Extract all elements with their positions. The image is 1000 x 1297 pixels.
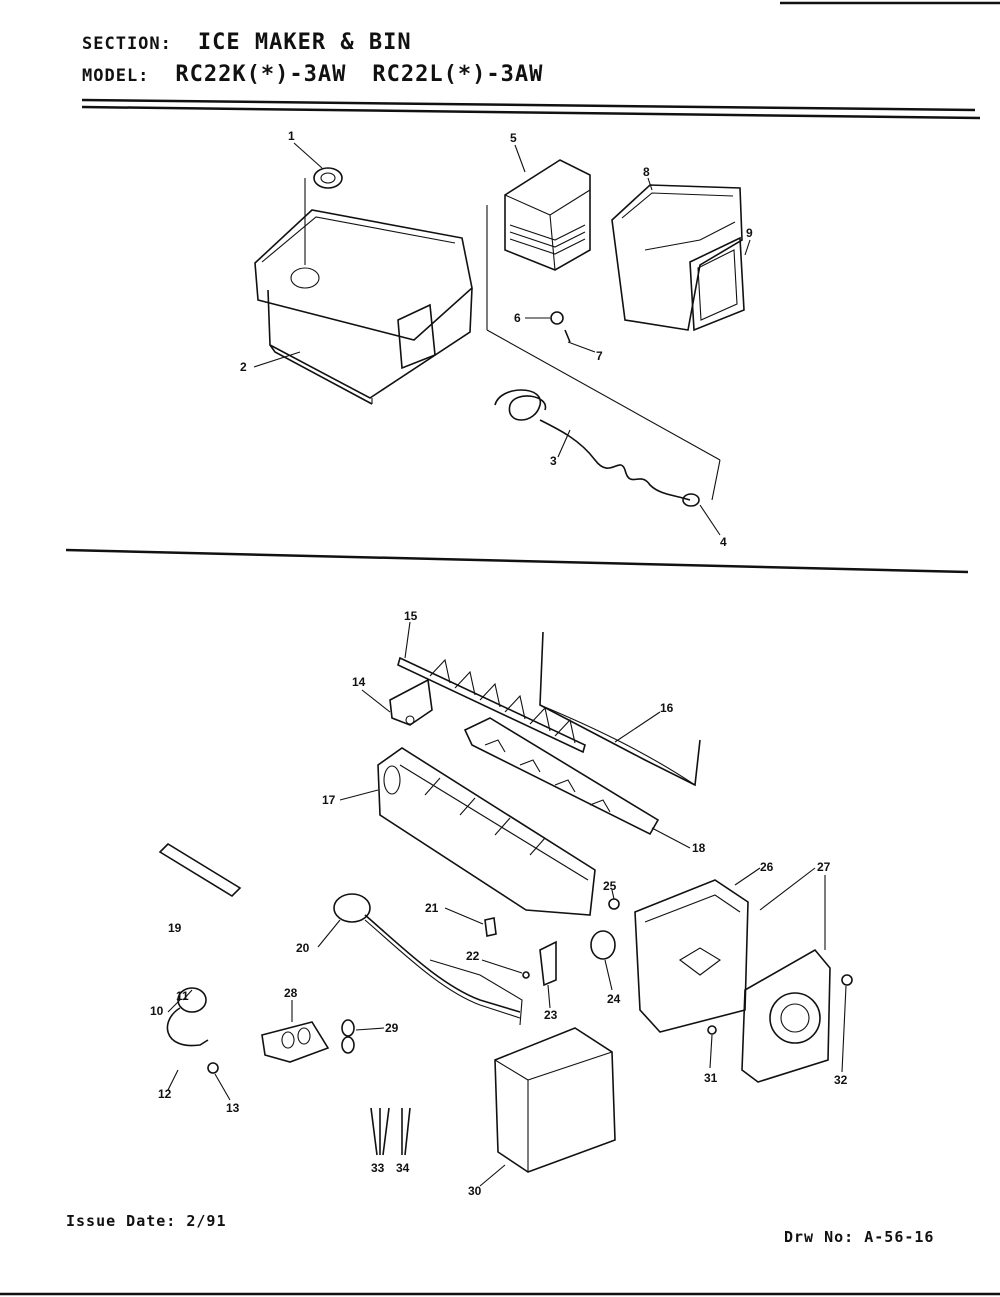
callout-26: 26 — [760, 860, 774, 874]
callout-3: 3 — [550, 454, 557, 468]
callout-18: 18 — [692, 841, 706, 855]
model-value-2: RC22L(*)-3AW — [372, 62, 544, 87]
part-14-drawing — [389, 678, 433, 726]
part-16-wire-arm — [539, 631, 701, 787]
section-heading: SECTION: ICE MAKER & BIN — [82, 30, 412, 55]
leader-lines — [167, 142, 847, 1187]
part-26-housing — [634, 879, 749, 1033]
part-5-chute-door — [486, 159, 721, 501]
model-heading: MODEL: RC22K(*)-3AW RC22L(*)-3AW — [82, 62, 543, 87]
part-30-cover — [494, 1027, 616, 1173]
callout-10: 10 — [150, 1004, 164, 1018]
section-value: ICE MAKER & BIN — [197, 30, 412, 55]
part-25-drawing — [608, 898, 620, 910]
part-19-drawing — [158, 842, 242, 898]
callout-12: 12 — [158, 1087, 172, 1101]
part-1-drawing — [313, 167, 343, 189]
part-22-drawing — [522, 971, 530, 979]
part-32-drawing — [841, 974, 853, 986]
model-value-1: RC22K(*)-3AW — [175, 62, 347, 87]
callout-8: 8 — [643, 165, 650, 179]
drawing-number: Drw No: A-56-16 — [784, 1228, 935, 1246]
section-label: SECTION: — [82, 34, 172, 54]
part-23-drawing — [539, 940, 557, 987]
callout-13: 13 — [226, 1101, 240, 1115]
callout-21: 21 — [425, 901, 439, 915]
callout-22: 22 — [466, 949, 480, 963]
part-3-heater-wire — [494, 389, 691, 501]
part-10-12-fitting — [166, 987, 209, 1047]
callout-23: 23 — [544, 1008, 558, 1022]
callout-15: 15 — [404, 609, 418, 623]
part-21-drawing — [484, 917, 497, 937]
callout-33: 33 — [371, 1161, 385, 1175]
callout-11: 11 — [176, 989, 189, 1003]
part-29-drawing — [341, 1019, 355, 1054]
callout-31: 31 — [704, 1071, 718, 1085]
part-17-mold — [377, 747, 596, 916]
header-rule-2 — [81, 105, 981, 120]
callout-16: 16 — [660, 701, 674, 715]
callout-17: 17 — [322, 793, 336, 807]
part-2-ice-bin — [254, 178, 473, 405]
part-13-drawing — [207, 1062, 219, 1074]
issue-date: Issue Date: 2/91 — [66, 1212, 227, 1230]
callout-34: 34 — [396, 1161, 410, 1175]
part-20-thermostat-harness — [333, 893, 523, 1026]
callout-20: 20 — [296, 941, 310, 955]
header-rule-1 — [81, 98, 976, 112]
callout-9: 9 — [746, 226, 753, 240]
part-24-drawing — [590, 930, 616, 960]
callout-6: 6 — [514, 311, 521, 325]
callout-5: 5 — [510, 131, 517, 145]
part-31-drawing — [707, 1025, 717, 1035]
callout-1: 1 — [288, 129, 295, 143]
part-8-duct — [611, 184, 743, 331]
callout-2: 2 — [240, 360, 247, 374]
section-divider — [65, 548, 969, 574]
callout-19: 19 — [168, 921, 182, 935]
part-9-gasket — [689, 236, 745, 332]
callout-24: 24 — [607, 992, 621, 1006]
callout-32: 32 — [834, 1073, 848, 1087]
part-18-stripper — [463, 717, 660, 836]
part-28-valve — [261, 1021, 330, 1063]
callout-14: 14 — [352, 675, 366, 689]
callout-30: 30 — [468, 1184, 482, 1198]
parts-33-34-screws — [370, 1107, 411, 1156]
callout-4: 4 — [720, 535, 727, 549]
callout-25: 25 — [603, 879, 617, 893]
callout-7: 7 — [596, 349, 603, 363]
callout-29: 29 — [385, 1021, 399, 1035]
part-4-drawing — [682, 493, 700, 507]
callout-27: 27 — [817, 860, 831, 874]
part-6-drawing — [550, 311, 564, 325]
callout-28: 28 — [284, 986, 298, 1000]
part-27-motor-plate — [741, 875, 831, 1083]
part-15-ejector — [397, 656, 586, 754]
part-7-drawing — [564, 329, 571, 343]
model-label: MODEL: — [82, 66, 150, 86]
